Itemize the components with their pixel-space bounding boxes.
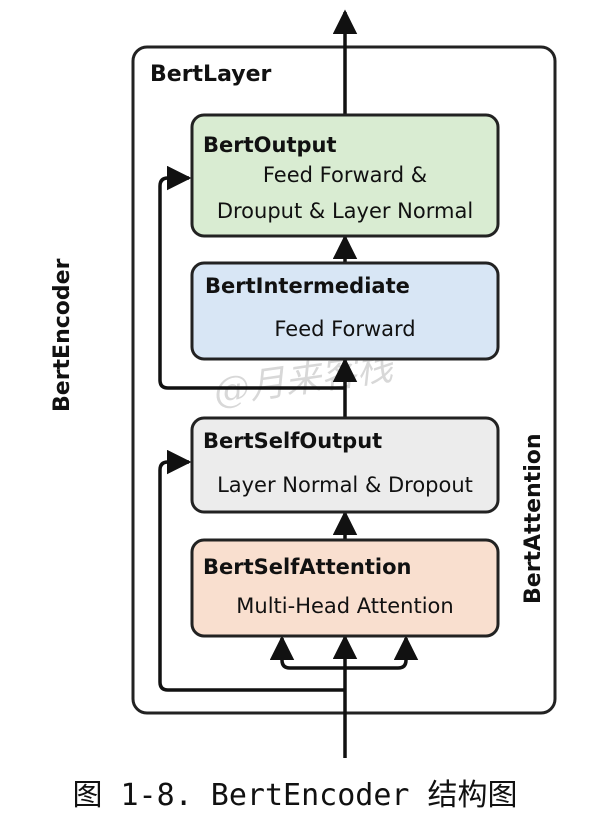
arrow-qkv-right — [345, 635, 419, 670]
figure-caption: 图 1-8. BertEncoder 结构图 — [72, 778, 518, 813]
bert-self-output-line1: Layer Normal & Dropout — [217, 473, 473, 497]
bert-intermediate-title: BertIntermediate — [205, 274, 410, 298]
bert-encoder-label: BertEncoder — [50, 258, 75, 412]
residual-arrow-output — [158, 165, 345, 390]
bert-encoder-diagram: BertLayer BertEncoder BertAttention @月来客… — [50, 9, 557, 758]
bert-output-block: BertOutput Feed Forward & Drouput & Laye… — [190, 113, 500, 238]
bert-layer-label: BertLayer — [150, 62, 272, 87]
bert-self-output-title: BertSelfOutput — [203, 429, 382, 453]
bert-intermediate-block: BertIntermediate Feed Forward — [190, 261, 500, 361]
bert-self-attention-title: BertSelfAttention — [203, 555, 411, 579]
bert-self-attention-line1: Multi-Head Attention — [236, 594, 453, 618]
residual-arrow-attention — [158, 449, 345, 692]
arrow-qkv-left — [269, 635, 345, 670]
bert-self-output-block: BertSelfOutput Layer Normal & Dropout — [190, 416, 500, 514]
bert-output-title: BertOutput — [203, 133, 337, 157]
bert-output-line1: Feed Forward & — [263, 163, 427, 187]
bert-self-output-box — [190, 416, 500, 514]
bert-attention-label: BertAttention — [521, 433, 546, 604]
bert-intermediate-line1: Feed Forward — [274, 317, 415, 341]
bert-self-attention-block: BertSelfAttention Multi-Head Attention — [190, 538, 500, 638]
bert-output-line2: Drouput & Layer Normal — [217, 199, 473, 223]
bert-output-box — [190, 113, 500, 238]
bert-intermediate-box — [190, 261, 500, 361]
bert-self-attention-box — [190, 538, 500, 638]
